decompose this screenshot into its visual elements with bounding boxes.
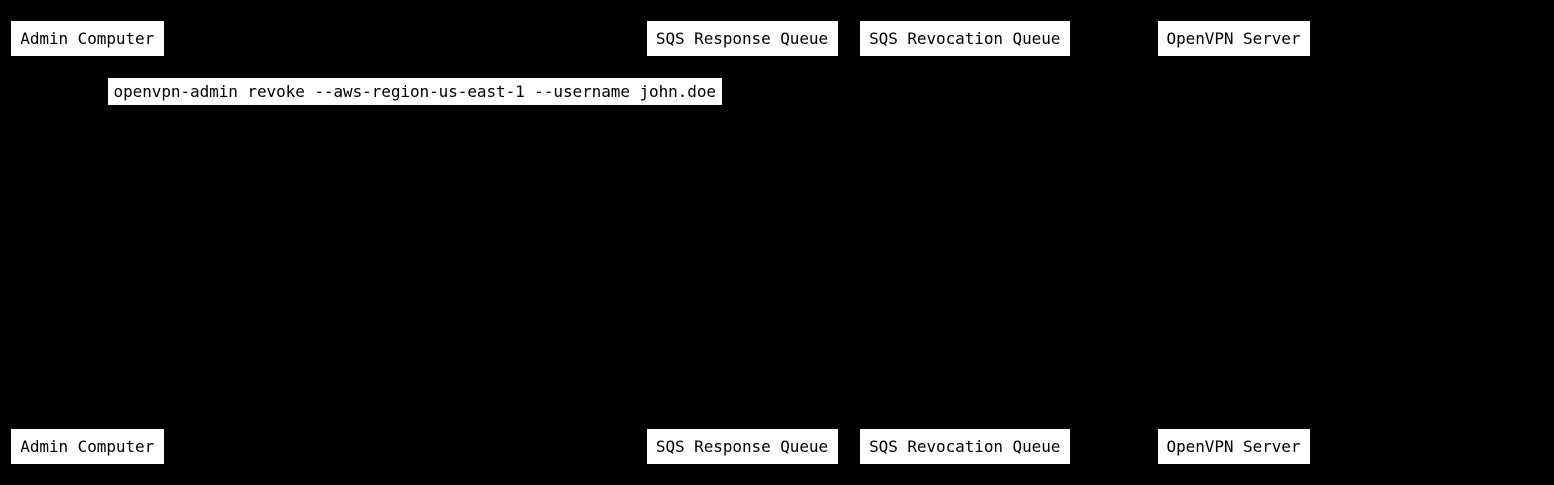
participant-bottom-openvpn-server-label: OpenVPN Server	[1166, 436, 1301, 456]
participant-top-admin-computer: Admin Computer	[11, 21, 164, 57]
participant-top-sqs-response-queue: SQS Response Queue	[646, 21, 838, 57]
participant-bottom-admin-computer-label: Admin Computer	[20, 436, 155, 456]
participant-top-admin-computer-label: Admin Computer	[20, 29, 155, 49]
participant-bottom-sqs-response-queue-label: SQS Response Queue	[655, 436, 829, 456]
participant-top-openvpn-server: OpenVPN Server	[1157, 21, 1310, 57]
participant-bottom-sqs-revocation-queue: SQS Revocation Queue	[859, 428, 1070, 464]
participant-top-sqs-response-queue-label: SQS Response Queue	[655, 29, 829, 49]
participant-bottom-admin-computer: Admin Computer	[11, 428, 164, 464]
participant-bottom-openvpn-server: OpenVPN Server	[1157, 428, 1310, 464]
participant-top-openvpn-server-label: OpenVPN Server	[1166, 29, 1301, 49]
participant-top-sqs-revocation-queue-label: SQS Revocation Queue	[869, 29, 1061, 49]
message-revoke-command-label: openvpn-admin revoke --aws-region-us-eas…	[113, 81, 717, 101]
participant-bottom-sqs-revocation-queue-label: SQS Revocation Queue	[869, 436, 1061, 456]
participant-bottom-sqs-response-queue: SQS Response Queue	[646, 428, 838, 464]
message-revoke-command: openvpn-admin revoke --aws-region-us-eas…	[108, 78, 722, 105]
participant-top-sqs-revocation-queue: SQS Revocation Queue	[859, 21, 1070, 57]
